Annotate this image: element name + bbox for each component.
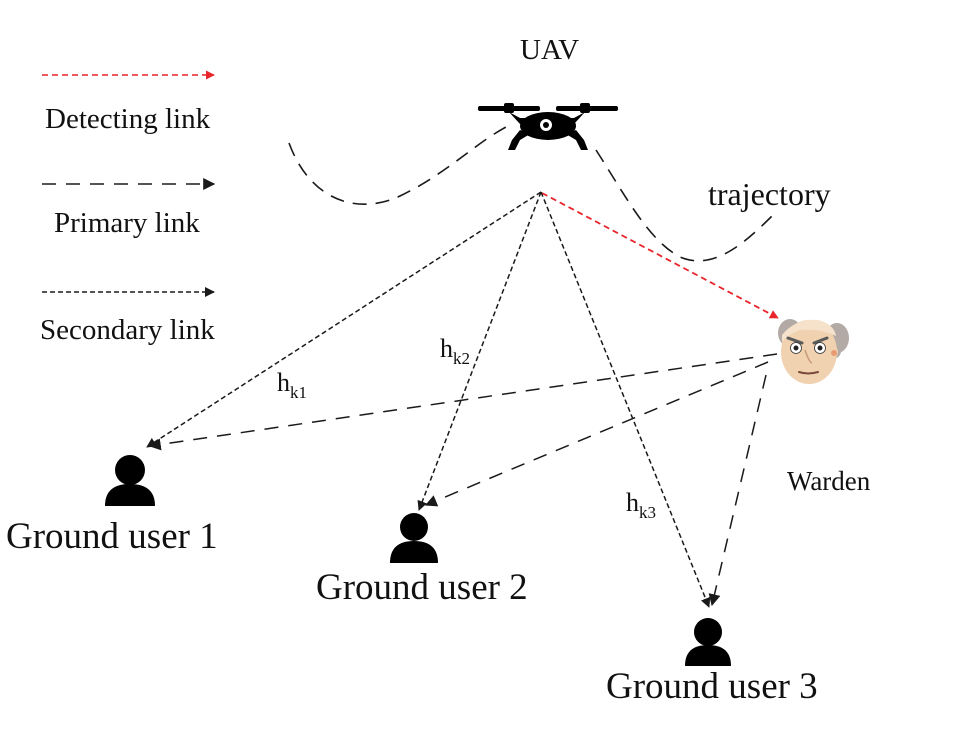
primary-link-warden-user1 (148, 353, 778, 451)
primary-link-warden-user3 (708, 374, 767, 607)
uav-label: UAV (520, 34, 580, 66)
trajectory-label: trajectory (708, 176, 831, 212)
legend-secondary-label: Secondary link (40, 314, 215, 346)
legend-detecting-label: Detecting link (45, 103, 211, 135)
legend (42, 70, 216, 297)
secondary-link-uav-user1 (146, 191, 542, 448)
channel-hk2-label: hk2 (440, 334, 470, 368)
primary-link-warden-user2 (424, 361, 769, 507)
secondary-link-uav-user3 (540, 191, 711, 608)
legend-primary-label: Primary link (54, 207, 200, 239)
person-icon (685, 618, 731, 666)
channel-hk3-label: hk3 (626, 488, 656, 522)
channel-hk1-label: hk1 (277, 368, 307, 402)
ground-user-2-label: Ground user 2 (316, 567, 528, 608)
warden-label: Warden (787, 466, 871, 496)
person-icon (105, 455, 155, 506)
person-icon (390, 513, 438, 563)
old-man-face-icon (778, 319, 849, 384)
trajectory-curve (288, 123, 776, 262)
drone-icon (478, 103, 618, 150)
secondary-link-uav-user2 (417, 191, 542, 511)
ground-user-1-label: Ground user 1 (6, 516, 218, 557)
detecting-link-uav-warden (541, 192, 779, 319)
ground-user-3-label: Ground user 3 (606, 666, 818, 707)
